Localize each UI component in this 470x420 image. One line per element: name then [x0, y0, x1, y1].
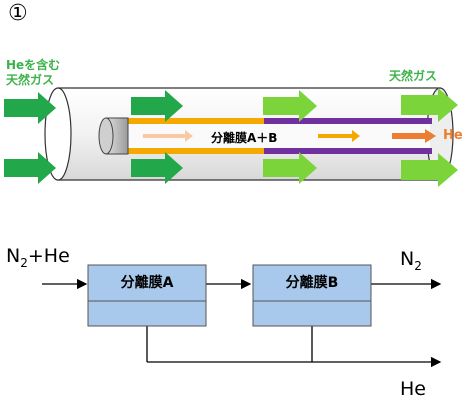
membrane-b-bottom	[264, 148, 432, 154]
input-label: N2+He	[6, 245, 70, 274]
inner-arrow-light	[143, 130, 193, 142]
membrane-a-top	[124, 118, 264, 124]
box-a-label: 分離膜A	[120, 275, 174, 291]
membrane-box-a	[87, 264, 207, 327]
input-suffix: +He	[27, 245, 70, 267]
green-flow-arrows	[4, 88, 458, 187]
inner-arrow-yellow	[318, 130, 360, 142]
membrane-a-bottom	[124, 148, 264, 154]
membrane-box-b	[252, 264, 372, 327]
n2-subscript: 2	[414, 258, 422, 273]
outlet-label: 天然ガス	[389, 69, 438, 83]
inlet-arrow-bottom	[4, 152, 56, 184]
inlet-label-line1: Heを含む	[6, 58, 61, 72]
he-output-label: He	[443, 128, 463, 143]
box-b-label: 分離膜B	[285, 275, 339, 291]
n2-letter: N	[400, 248, 415, 270]
he-output-arrow	[392, 129, 436, 143]
flow-arrow-1-top	[131, 90, 183, 122]
block-diagram-lines	[42, 278, 442, 368]
inner-membrane-tube	[98, 117, 432, 155]
outlet-arrow-bottom	[401, 153, 458, 187]
n2-output-label: N2	[400, 248, 422, 277]
flow-arrow-2-top	[263, 90, 317, 122]
he-bottom-output-label: He	[400, 378, 426, 400]
inner-flow-arrows	[143, 129, 436, 143]
membrane-b-top	[264, 118, 432, 124]
input-subscript: 2	[20, 255, 28, 270]
inlet-arrow-top	[4, 92, 56, 124]
membrane-label: 分離膜A＋B	[211, 131, 278, 145]
outlet-arrow-top	[401, 88, 458, 122]
inlet-label-line2: 天然ガス	[6, 73, 55, 87]
figure-number: ①	[8, 1, 28, 26]
input-prefix: N	[6, 245, 21, 267]
flow-arrow-2-bottom	[263, 152, 317, 184]
flow-arrow-1-bottom	[131, 152, 183, 184]
